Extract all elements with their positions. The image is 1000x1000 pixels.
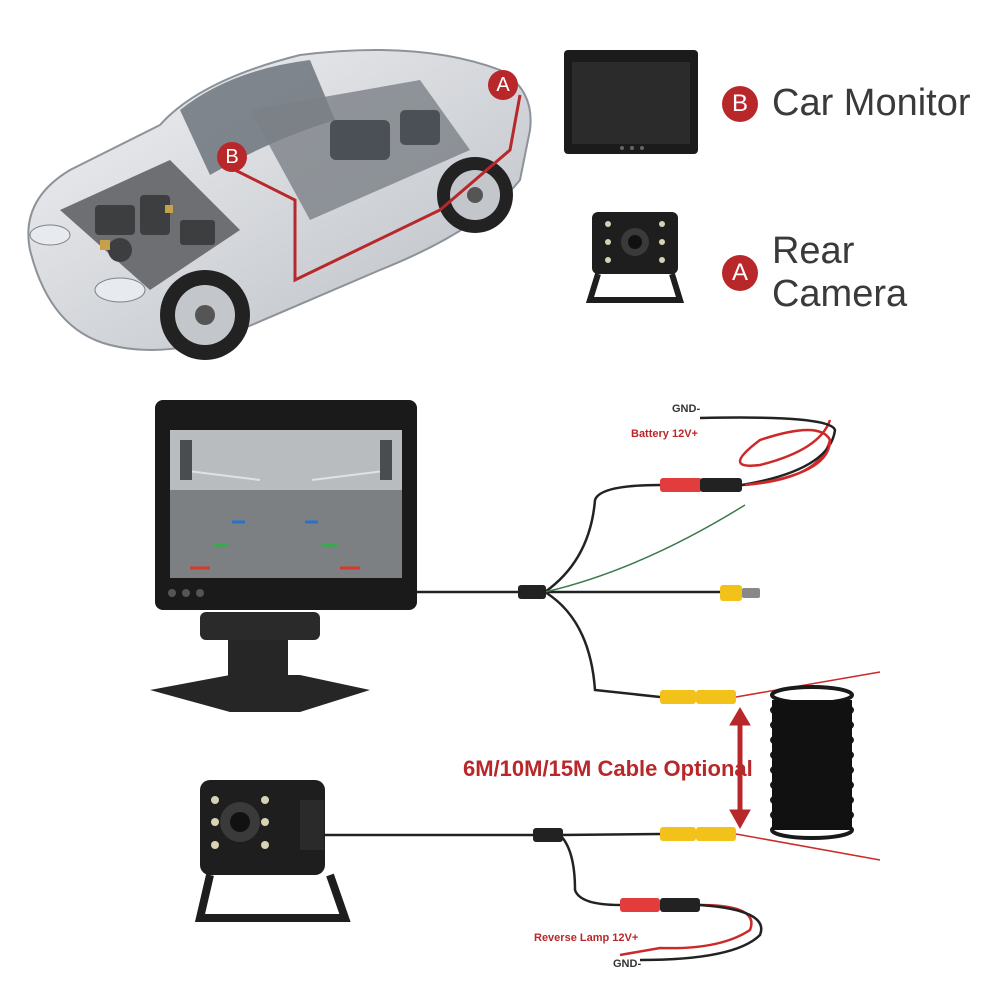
rear-camera-label: Rear Camera bbox=[771, 230, 908, 315]
badge-a: A bbox=[722, 255, 758, 291]
coiled-extension-cable bbox=[770, 685, 854, 840]
car-cutaway-illustration bbox=[27, 49, 532, 360]
reverse-lamp-label: Reverse Lamp 12V+ bbox=[534, 932, 639, 944]
camera-illustration bbox=[194, 780, 351, 922]
monitor-illustration bbox=[150, 400, 417, 712]
gnd-bottom-label: GND- bbox=[613, 958, 642, 970]
legend-rear-camera: A Rear Camera bbox=[722, 230, 1000, 316]
car-marker-a: A bbox=[488, 70, 518, 100]
cable-optional-label: 6M/10M/15M Cable Optional bbox=[463, 756, 753, 781]
battery-label: Battery 12V+ bbox=[631, 428, 698, 440]
car-monitor-label: Car Monitor bbox=[772, 82, 971, 124]
monitor-thumbnail bbox=[564, 50, 698, 154]
car-marker-b: B bbox=[217, 142, 247, 172]
camera-thumbnail bbox=[585, 212, 685, 303]
gnd-top-label: GND- bbox=[672, 403, 701, 415]
badge-b: B bbox=[722, 85, 758, 122]
legend-car-monitor: B Car Monitor bbox=[722, 82, 971, 125]
